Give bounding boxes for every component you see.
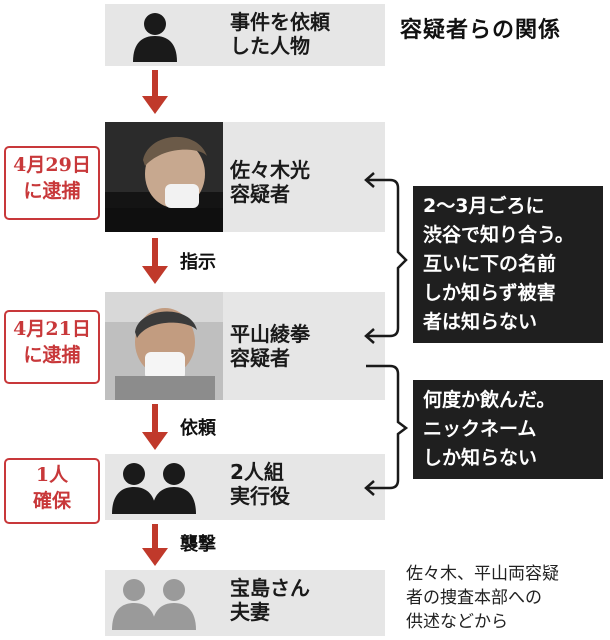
- arrow-down-1: [142, 70, 168, 114]
- arrow-down-2: [142, 238, 168, 284]
- person-silhouette-icon: [133, 13, 177, 62]
- diagram-title: 容疑者らの関係: [400, 18, 562, 43]
- bracket-sasaki-hirayama: [364, 172, 408, 344]
- note-relationship-2: 何度か飲んだ。 ニックネーム しか知らない: [413, 380, 603, 479]
- source-footnote: 佐々木、平山両容疑 者の捜査本部への 供述などから: [406, 564, 559, 632]
- sasaki-photo: [105, 122, 223, 232]
- node-client-label: 事件を依頼 した人物: [230, 10, 330, 58]
- hirayama-arrest-stamp: 4月21日 に逮捕: [4, 310, 100, 384]
- node-victims-label: 宝島さん 夫妻: [230, 576, 310, 624]
- arrow-down-3: [142, 404, 168, 450]
- edge-request-label: 依頼: [180, 418, 216, 439]
- edge-attack-label: 襲撃: [180, 534, 216, 555]
- note-relationship-1: 2～3月ごろに 渋谷で知り合う。 互いに下の名前 しか知らず被害 者は知らない: [413, 186, 603, 343]
- arrow-down-4: [142, 524, 168, 566]
- node-hirayama-label: 平山綾拳 容疑者: [230, 322, 310, 370]
- bracket-hirayama-executors: [364, 364, 409, 496]
- node-sasaki-label: 佐々木光 容疑者: [230, 158, 310, 206]
- executors-secured-stamp: 1人 確保: [4, 458, 100, 524]
- two-persons-icon: [112, 463, 196, 514]
- two-persons-gray-icon: [112, 579, 196, 630]
- edge-instruction-label: 指示: [180, 252, 216, 273]
- node-executors-label: 2人組 実行役: [230, 460, 290, 508]
- sasaki-arrest-stamp: 4月29日 に逮捕: [4, 146, 100, 220]
- hirayama-photo: [105, 292, 223, 400]
